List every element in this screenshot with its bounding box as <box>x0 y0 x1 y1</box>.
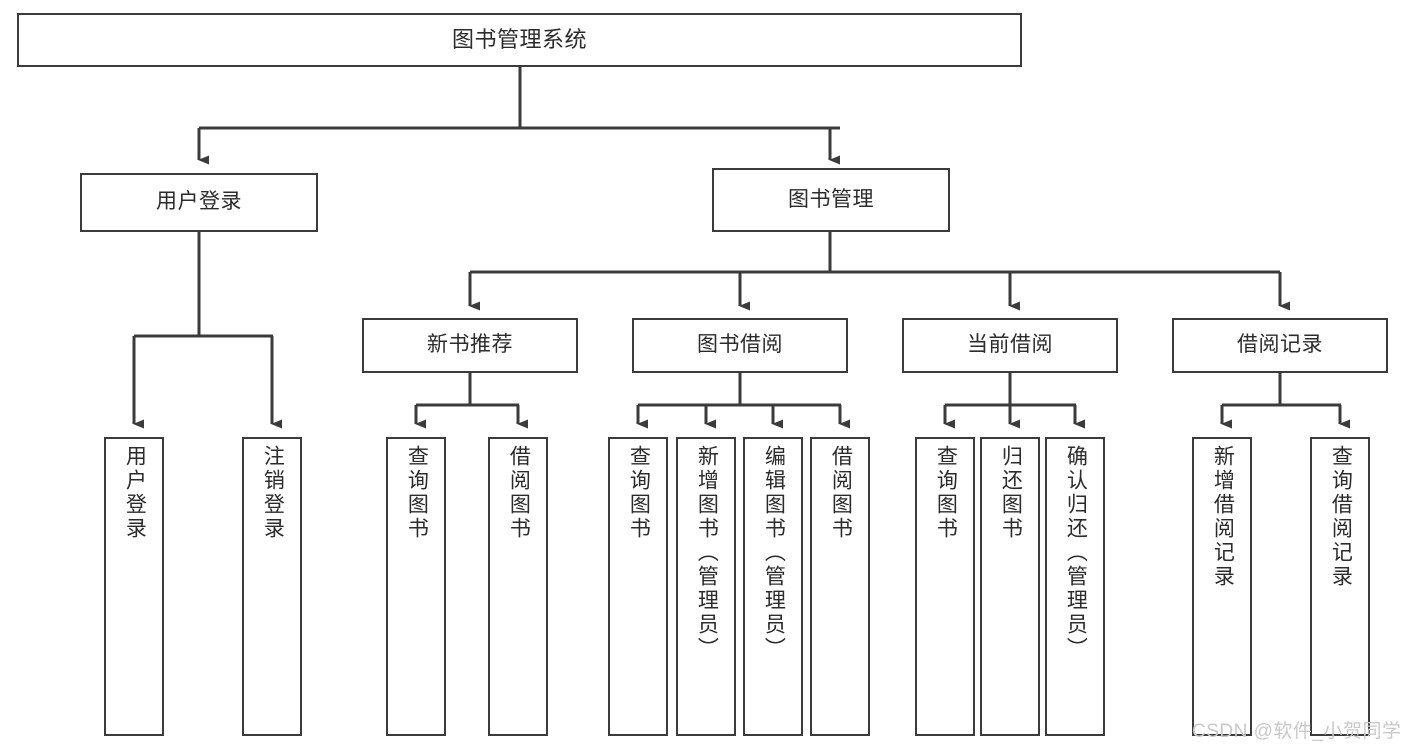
node-current-borrow[interactable]: 当前借阅 <box>902 318 1118 373</box>
node-label: 归还图书 <box>999 445 1023 541</box>
node-label: 图书借阅 <box>697 333 783 357</box>
node-label: 新书推荐 <box>427 333 513 357</box>
node-leaf-return-book[interactable]: 归还图书 <box>980 437 1040 736</box>
csdn-watermark: CSDN @软件_小贺同学 <box>1192 721 1402 742</box>
node-leaf-query-book-current[interactable]: 查询图书 <box>915 437 975 736</box>
node-label: 编辑图书（管理员） <box>762 445 786 661</box>
node-label: 新增图书（管理员） <box>695 445 719 661</box>
node-label: 借阅图书 <box>829 445 853 541</box>
node-label: 图书管理 <box>788 187 874 211</box>
node-leaf-borrow-book-recommend[interactable]: 借阅图书 <box>488 437 548 736</box>
node-leaf-user-logout[interactable]: 注销登录 <box>242 437 302 736</box>
node-label: 查询借阅记录 <box>1329 445 1353 589</box>
node-label: 用户登录 <box>156 190 242 214</box>
node-leaf-edit-book[interactable]: 编辑图书（管理员） <box>743 437 803 736</box>
node-leaf-query-book-recommend[interactable]: 查询图书 <box>386 437 446 736</box>
node-label: 用户登录 <box>123 445 147 541</box>
node-label: 新增借阅记录 <box>1211 445 1235 589</box>
node-label: 借阅记录 <box>1237 333 1323 357</box>
node-label: 借阅图书 <box>507 445 531 541</box>
node-root-book-management-system[interactable]: 图书管理系统 <box>17 13 1022 67</box>
node-label: 图书管理系统 <box>451 27 587 53</box>
node-label: 查询图书 <box>405 445 429 541</box>
node-leaf-confirm-return[interactable]: 确认归还（管理员） <box>1045 437 1105 736</box>
node-book-management[interactable]: 图书管理 <box>712 168 950 232</box>
node-leaf-query-book-borrow[interactable]: 查询图书 <box>608 437 668 736</box>
node-label: 确认归还（管理员） <box>1064 445 1088 661</box>
node-label: 查询图书 <box>934 445 958 541</box>
node-borrow-record[interactable]: 借阅记录 <box>1172 318 1388 373</box>
node-leaf-query-borrow-record[interactable]: 查询借阅记录 <box>1310 437 1370 736</box>
node-leaf-borrow-book[interactable]: 借阅图书 <box>810 437 870 736</box>
node-label: 查询图书 <box>627 445 651 541</box>
node-new-book-recommend[interactable]: 新书推荐 <box>362 318 578 373</box>
node-leaf-user-login[interactable]: 用户登录 <box>104 437 164 736</box>
node-user-login[interactable]: 用户登录 <box>80 173 318 232</box>
node-label: 注销登录 <box>261 445 285 541</box>
node-leaf-add-book[interactable]: 新增图书（管理员） <box>676 437 736 736</box>
node-label: 当前借阅 <box>967 333 1053 357</box>
node-leaf-add-borrow-record[interactable]: 新增借阅记录 <box>1192 437 1252 736</box>
node-book-borrow[interactable]: 图书借阅 <box>632 318 848 373</box>
